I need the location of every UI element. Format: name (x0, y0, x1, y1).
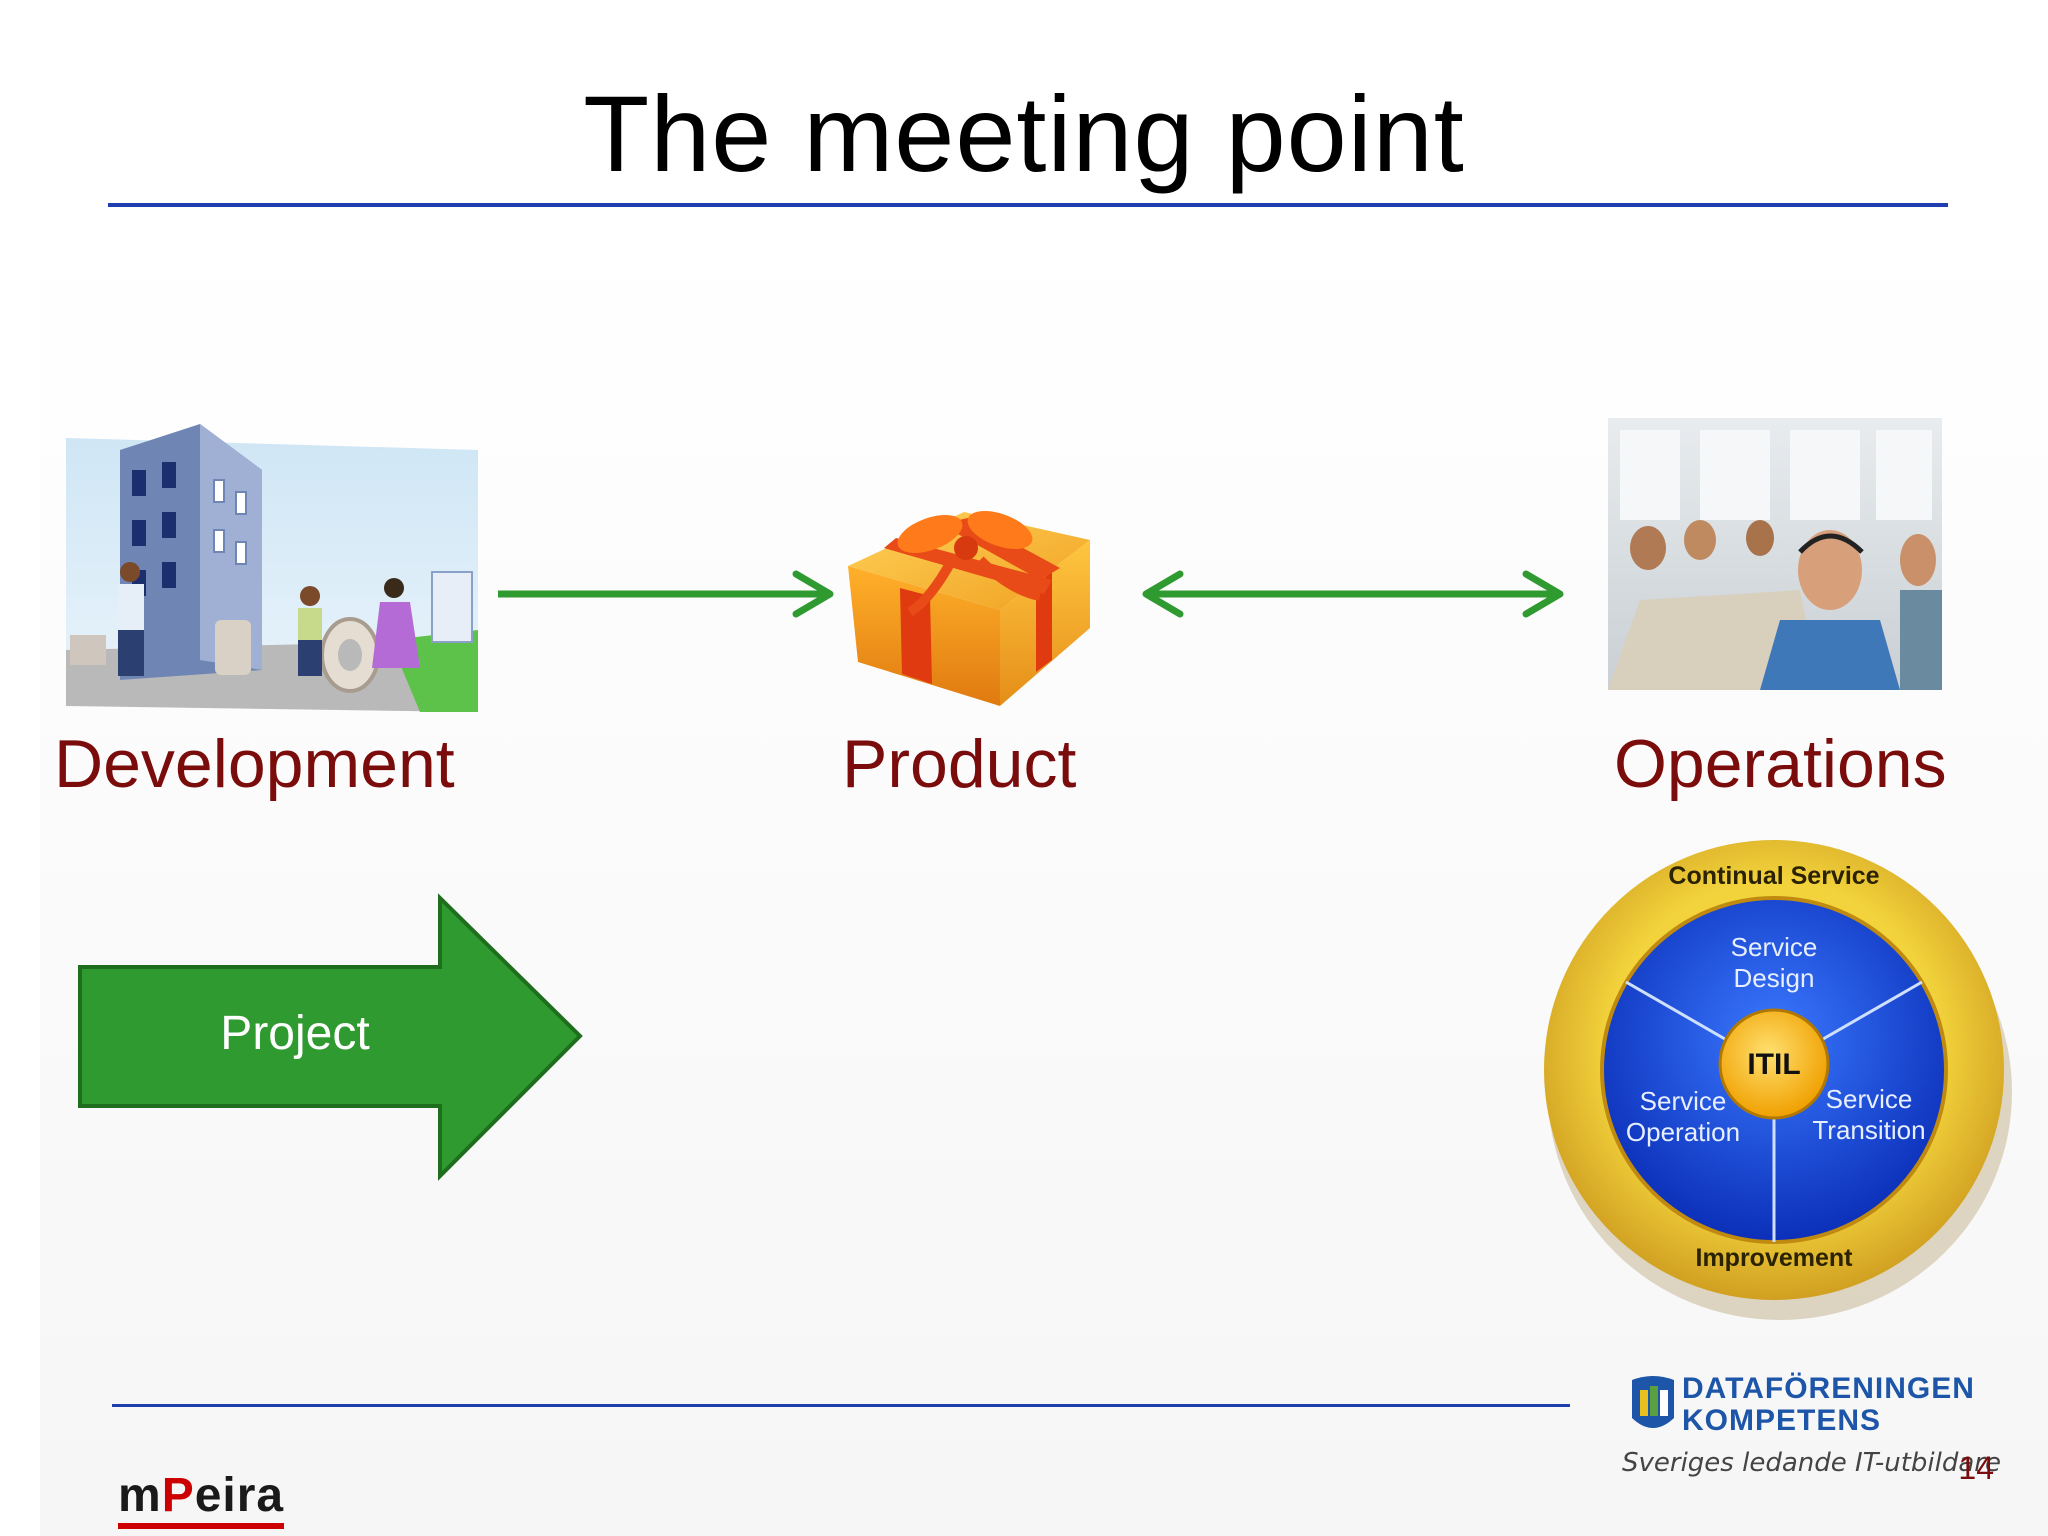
dataforeningen-emblem-icon (1632, 1376, 1674, 1428)
dataforeningen-name: DATAFÖRENINGEN (1682, 1372, 1975, 1405)
dataforeningen-subname: KOMPETENS (1682, 1404, 1882, 1437)
dataforeningen-tagline: Sveriges ledande IT-utbildare (1622, 1448, 2001, 1478)
mpeira-logo: mPeira (118, 1468, 285, 1529)
mpeira-logo-part-3: eira (194, 1469, 285, 1522)
product-label: Product (842, 726, 1077, 802)
footer-divider (112, 1404, 1570, 1407)
itil-service-transition: Service Transition (1784, 1084, 1954, 1145)
itil-service-design: Service Design (1694, 932, 1854, 993)
development-illustration (66, 424, 478, 712)
dataforeningen-logo: DATAFÖRENINGEN KOMPETENS Sveriges ledand… (1622, 1372, 2001, 1479)
itil-center-text: ITIL (1747, 1048, 1801, 1081)
operations-label: Operations (1614, 726, 1947, 802)
mpeira-logo-part-2: P (161, 1469, 195, 1522)
product-gift-icon (848, 510, 1090, 706)
title-divider (108, 203, 1948, 207)
mpeira-logo-part-1: m (118, 1469, 162, 1522)
slide-title: The meeting point (583, 73, 1465, 194)
itil-service-operation-line2: Operation (1625, 1116, 1741, 1147)
development-label: Development (54, 726, 455, 802)
itil-service-design-line1: Service (1730, 932, 1818, 962)
arrow-development-to-product (498, 570, 834, 618)
itil-service-transition-line1: Service (1825, 1084, 1913, 1114)
project-arrow (78, 893, 583, 1181)
itil-service-transition-line2: Transition (1812, 1114, 1926, 1145)
page-number: 14 (1958, 1450, 1994, 1486)
mpeira-logo-underline (118, 1523, 285, 1529)
itil-outer-bottom-text: Improvement (1695, 1244, 1853, 1272)
itil-service-operation: Service Operation (1598, 1086, 1768, 1147)
itil-service-operation-line1: Service (1639, 1086, 1727, 1116)
itil-service-design-line2: Design (1733, 962, 1815, 993)
arrow-product-operations (1142, 570, 1564, 618)
operations-photo (1608, 418, 1942, 690)
project-label: Project (220, 1007, 370, 1060)
itil-outer-top-text: Continual Service (1668, 862, 1880, 890)
itil-wheel (1544, 840, 2012, 1320)
